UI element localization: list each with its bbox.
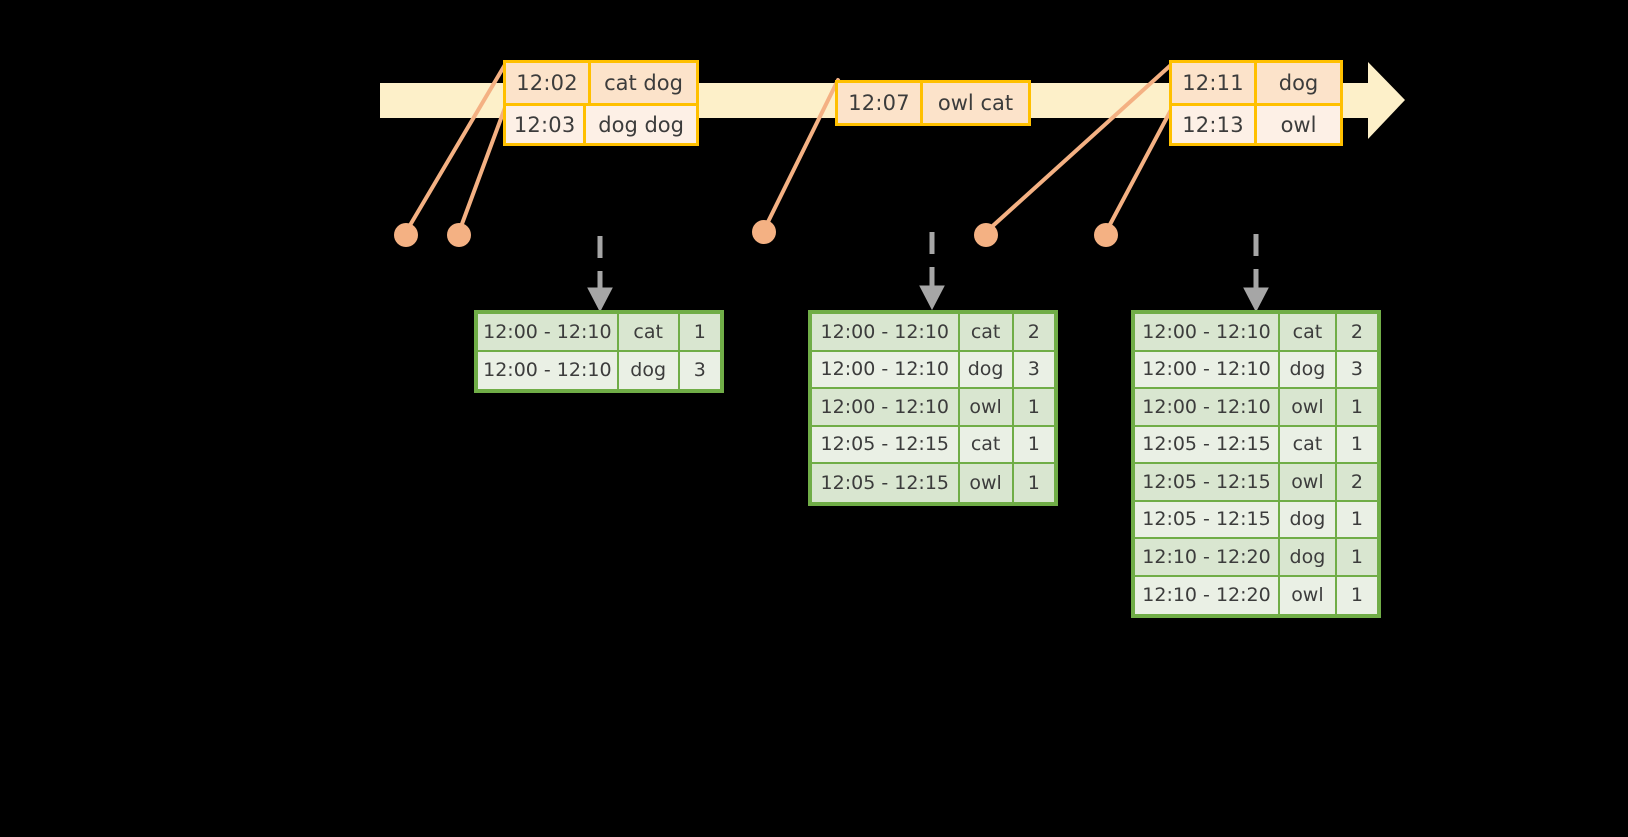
cell-count: 1 — [1027, 471, 1040, 494]
marker-dot — [974, 223, 998, 247]
cell-count: 1 — [1350, 584, 1363, 607]
cell-window: 12:05 - 12:15 — [1135, 501, 1280, 537]
cell-word: cat — [960, 314, 1014, 350]
cell-count: 1 — [1350, 508, 1363, 531]
table-row[interactable]: 12:05 - 12:15 owl 1 — [812, 464, 1054, 502]
cell-word: dog — [1280, 501, 1337, 537]
table-row[interactable]: 12:05 - 12:15 owl 2 — [1135, 464, 1377, 502]
marker-dot — [447, 223, 471, 247]
cell-word: cat — [960, 426, 1014, 462]
cell-window: 12:00 - 12:10 — [1135, 351, 1280, 387]
cell-count: 1 — [1027, 395, 1040, 418]
cell-word: cat — [619, 314, 680, 350]
cell-count: 1 — [1027, 433, 1040, 456]
cell-count: 2 — [1350, 470, 1363, 493]
cell-word: owl — [960, 464, 1014, 502]
cell-count: 1 — [1350, 545, 1363, 568]
cell-word: dog — [1280, 539, 1337, 575]
cell-count: 3 — [1350, 358, 1363, 381]
table-row[interactable]: 12:00 - 12:10 dog 3 — [812, 351, 1054, 389]
table-row[interactable]: 12:05 - 12:15 dog 1 — [1135, 501, 1377, 539]
event-payload: dog — [1278, 71, 1319, 95]
cell-window: 12:05 - 12:15 — [812, 426, 960, 462]
emit-arrow-3 — [1243, 234, 1269, 313]
cell-window: 12:05 - 12:15 — [812, 464, 960, 502]
marker-dot — [394, 223, 418, 247]
event-time: 12:07 — [838, 83, 923, 123]
cell-word: owl — [1280, 576, 1337, 614]
cell-window: 12:00 - 12:10 — [812, 389, 960, 425]
cell-window: 12:05 - 12:15 — [1135, 464, 1280, 500]
table-row[interactable]: 12:10 - 12:20 dog 1 — [1135, 539, 1377, 577]
cell-count: 1 — [1350, 395, 1363, 418]
cell-count: 3 — [1027, 358, 1040, 381]
result-table-3[interactable]: 12:00 - 12:10 cat 2 12:00 - 12:10 dog 3 … — [1131, 310, 1381, 618]
event-row[interactable]: 12:02 cat dog — [506, 63, 696, 103]
cell-word: dog — [1280, 351, 1337, 387]
cell-count: 2 — [1350, 320, 1363, 343]
cell-window: 12:10 - 12:20 — [1135, 539, 1280, 575]
table-row[interactable]: 12:00 - 12:10 dog 3 — [478, 351, 720, 389]
marker-dot — [1094, 223, 1118, 247]
cell-window: 12:00 - 12:10 — [1135, 314, 1280, 350]
cell-count: 1 — [1350, 433, 1363, 456]
table-row[interactable]: 12:05 - 12:15 cat 1 — [812, 426, 1054, 464]
table-row[interactable]: 12:05 - 12:15 cat 1 — [1135, 426, 1377, 464]
table-row[interactable]: 12:00 - 12:10 cat 2 — [1135, 314, 1377, 352]
event-payload: cat dog — [604, 71, 683, 95]
event-payload: owl — [1280, 112, 1317, 137]
cell-count: 3 — [693, 359, 706, 382]
emit-arrow-2 — [919, 232, 945, 311]
event-time: 12:03 — [506, 106, 587, 143]
result-table-2[interactable]: 12:00 - 12:10 cat 2 12:00 - 12:10 dog 3 … — [808, 310, 1058, 506]
cell-word: cat — [1280, 426, 1337, 462]
event-time: 12:02 — [506, 63, 591, 103]
event-arrival-markers — [394, 220, 1118, 247]
cell-window: 12:10 - 12:20 — [1135, 576, 1280, 614]
event-payload: dog dog — [598, 112, 684, 137]
cell-word: dog — [960, 351, 1014, 387]
table-row[interactable]: 12:00 - 12:10 owl 1 — [812, 389, 1054, 427]
event-row[interactable]: 12:13 owl — [1172, 103, 1340, 143]
cell-window: 12:00 - 12:10 — [812, 351, 960, 387]
table-row[interactable]: 12:10 - 12:20 owl 1 — [1135, 576, 1377, 614]
event-row[interactable]: 12:07 owl cat — [838, 83, 1028, 123]
cell-word: cat — [1280, 314, 1337, 350]
event-box-group-2[interactable]: 12:07 owl cat — [835, 80, 1031, 126]
cell-window: 12:00 - 12:10 — [812, 314, 960, 350]
cell-window: 12:00 - 12:10 — [478, 351, 619, 389]
emit-arrow-1 — [587, 236, 613, 313]
event-row[interactable]: 12:03 dog dog — [506, 103, 696, 143]
event-payload: owl cat — [937, 91, 1014, 115]
event-time: 12:11 — [1172, 63, 1257, 103]
cell-word: dog — [619, 351, 680, 389]
cell-window: 12:00 - 12:10 — [478, 314, 619, 350]
event-box-group-3[interactable]: 12:11 dog 12:13 owl — [1169, 60, 1343, 146]
cell-count: 2 — [1027, 320, 1040, 343]
table-row[interactable]: 12:00 - 12:10 cat 1 — [478, 314, 720, 352]
cell-window: 12:05 - 12:15 — [1135, 426, 1280, 462]
cell-word: owl — [960, 389, 1014, 425]
result-table-1[interactable]: 12:00 - 12:10 cat 1 12:00 - 12:10 dog 3 — [474, 310, 724, 393]
cell-word: owl — [1280, 464, 1337, 500]
cell-window: 12:00 - 12:10 — [1135, 389, 1280, 425]
cell-count: 1 — [693, 320, 706, 343]
event-box-group-1[interactable]: 12:02 cat dog 12:03 dog dog — [503, 60, 699, 146]
table-row[interactable]: 12:00 - 12:10 cat 2 — [812, 314, 1054, 352]
event-row[interactable]: 12:11 dog — [1172, 63, 1340, 103]
cell-word: owl — [1280, 389, 1337, 425]
marker-dot — [752, 220, 776, 244]
event-time: 12:13 — [1172, 106, 1257, 143]
emit-arrows — [587, 232, 1269, 313]
table-row[interactable]: 12:00 - 12:10 dog 3 — [1135, 351, 1377, 389]
table-row[interactable]: 12:00 - 12:10 owl 1 — [1135, 389, 1377, 427]
